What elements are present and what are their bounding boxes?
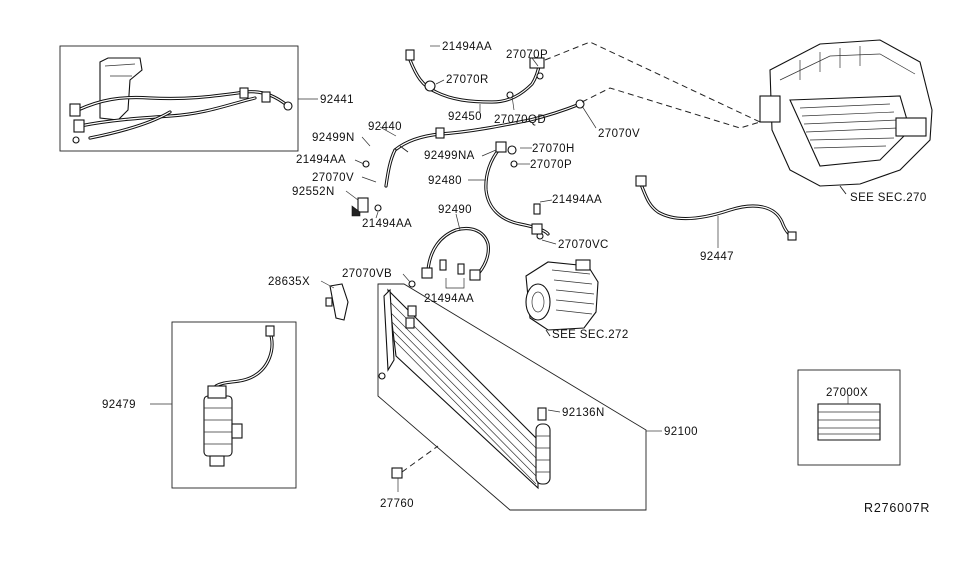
label-92490: 92490 bbox=[438, 204, 472, 216]
label-21494aa-top: 21494AA bbox=[442, 41, 492, 53]
leader-lines bbox=[345, 45, 719, 413]
hose-92490 bbox=[408, 226, 490, 288]
label-92440: 92440 bbox=[368, 121, 402, 133]
label-21494aa-mid: 21494AA bbox=[552, 194, 602, 206]
label-92447: 92447 bbox=[700, 251, 734, 263]
label-92480: 92480 bbox=[428, 175, 462, 187]
hose-92450 bbox=[405, 49, 545, 104]
hose-92480 bbox=[484, 141, 550, 240]
inset-frame-92441 bbox=[59, 45, 299, 152]
label-27000x: 27000X bbox=[826, 387, 868, 399]
label-92552n: 92552N bbox=[292, 186, 335, 198]
fittings-left bbox=[351, 145, 409, 217]
label-21494aa-left2: 21494AA bbox=[362, 218, 412, 230]
label-27070h: 27070H bbox=[532, 143, 575, 155]
label-27070p-top: 27070P bbox=[506, 49, 548, 61]
label-27070v-right: 27070V bbox=[598, 128, 640, 140]
label-92136n: 92136N bbox=[562, 407, 605, 419]
label-27760: 27760 bbox=[380, 498, 414, 510]
label-27070r: 27070R bbox=[446, 74, 489, 86]
drawing-reference: R276007R bbox=[864, 501, 930, 515]
label-92499na: 92499NA bbox=[424, 150, 475, 162]
label-27070v-left: 27070V bbox=[312, 172, 354, 184]
label-28635x: 28635X bbox=[268, 276, 310, 288]
label-21494aa-bot: 21494AA bbox=[424, 293, 474, 305]
label-92100: 92100 bbox=[664, 426, 698, 438]
bracket-28635x bbox=[320, 280, 349, 321]
label-92499n: 92499N bbox=[312, 132, 355, 144]
label-92479: 92479 bbox=[102, 399, 136, 411]
part-labels: 21494AA 27070P 27070R 92450 27070QD 2707… bbox=[102, 41, 930, 515]
inset-frame-92479 bbox=[171, 321, 297, 489]
hose-assembly-92441: 92441 bbox=[59, 45, 354, 152]
condenser-92100 bbox=[377, 283, 662, 511]
evaporator-heater-unit: SEE SEC.270 bbox=[759, 39, 933, 204]
label-92441: 92441 bbox=[320, 94, 354, 106]
hose-92447 bbox=[635, 175, 797, 241]
part-27760 bbox=[391, 445, 439, 492]
label-27070qd: 27070QD bbox=[494, 114, 546, 126]
label-21494aa-left: 21494AA bbox=[296, 154, 346, 166]
label-see-sec-270: SEE SEC.270 bbox=[850, 192, 927, 204]
label-27070p-mid: 27070P bbox=[530, 159, 572, 171]
inset-92479 bbox=[150, 321, 297, 489]
label-see-sec-272: SEE SEC.272 bbox=[552, 329, 629, 341]
compressor: SEE SEC.272 bbox=[525, 259, 629, 341]
label-27070vc: 27070VC bbox=[558, 239, 609, 251]
label-27070vb: 27070VB bbox=[342, 268, 392, 280]
label-plate-27000x bbox=[797, 369, 901, 466]
label-92450: 92450 bbox=[448, 111, 482, 123]
